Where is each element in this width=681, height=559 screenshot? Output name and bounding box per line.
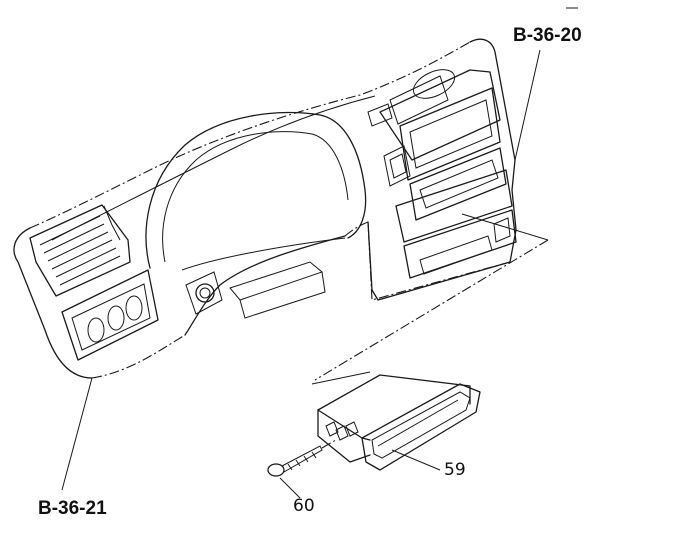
center-console	[367, 69, 549, 301]
screw-part-60	[267, 439, 337, 499]
callout-b-36-20: B-36-20	[513, 25, 582, 46]
explode-line-upper	[314, 239, 549, 381]
leader-b-36-20	[514, 49, 541, 161]
left-switch-panel	[61, 269, 159, 361]
callout-b-36-21: B-36-21	[38, 498, 107, 519]
callout-part-60: 60	[293, 496, 315, 516]
ignition-knob	[185, 271, 223, 315]
callout-part-59: 59	[444, 460, 466, 480]
leader-b-36-21	[61, 377, 93, 491]
instrument-panel	[13, 38, 516, 379]
pocket-part-59	[311, 371, 481, 471]
left-air-vent	[29, 204, 131, 297]
